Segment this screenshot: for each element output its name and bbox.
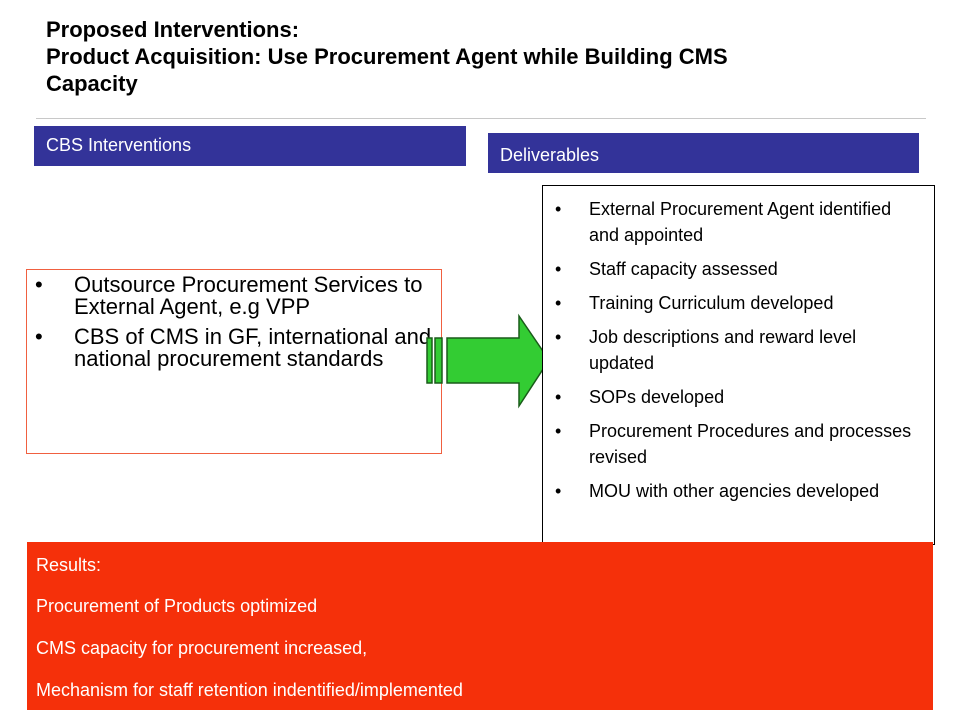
deliverable-text: Job descriptions and reward level update… bbox=[589, 327, 857, 373]
title-line-1: Proposed Interventions: bbox=[46, 17, 300, 42]
intervention-text: Outsource Procurement Services to Extern… bbox=[74, 272, 423, 319]
interventions-list: • Outsource Procurement Services to Exter… bbox=[35, 274, 435, 378]
deliverable-text: External Procurement Agent identified an… bbox=[589, 199, 892, 245]
deliverable-text: SOPs developed bbox=[589, 387, 725, 407]
bullet: • bbox=[555, 293, 562, 313]
deliverable-item: • Procurement Procedures and processes re… bbox=[551, 418, 921, 470]
intervention-text: CBS of CMS in GF, international and nati… bbox=[74, 324, 432, 371]
green-right-arrow-icon bbox=[426, 313, 550, 409]
deliverable-text: Staff capacity assessed bbox=[589, 259, 778, 279]
result-item: Mechanism for staff retention indentifie… bbox=[36, 680, 463, 700]
title-divider bbox=[36, 118, 926, 119]
bullet: • bbox=[555, 387, 562, 407]
bullet: • bbox=[555, 481, 562, 501]
deliverable-item: • Job descriptions and reward level updat… bbox=[551, 324, 921, 376]
interventions-box: • Outsource Procurement Services to Exter… bbox=[26, 269, 442, 454]
deliverable-item: • External Procurement Agent identified a… bbox=[551, 196, 921, 248]
cbs-interventions-label: CBS Interventions bbox=[46, 135, 192, 155]
bullet: • bbox=[555, 199, 562, 219]
deliverables-header: Deliverables bbox=[488, 133, 919, 173]
result-item: Procurement of Products optimized bbox=[36, 596, 318, 616]
title-line-3: Capacity bbox=[46, 71, 138, 96]
deliverable-text: Training Curriculum developed bbox=[589, 293, 834, 313]
deliverables-box: • External Procurement Agent identified a… bbox=[542, 185, 935, 545]
title-line-2: Product Acquisition: Use Procurement Age… bbox=[46, 44, 728, 69]
bullet: • bbox=[35, 272, 43, 297]
intervention-item: • CBS of CMS in GF, international and nat… bbox=[35, 326, 435, 370]
deliverable-text: MOU with other agencies developed bbox=[589, 481, 880, 501]
results-panel: Results: Procurement of Products optimiz… bbox=[27, 542, 933, 710]
deliverables-label: Deliverables bbox=[500, 145, 600, 165]
deliverable-item: • Training Curriculum developed bbox=[551, 290, 921, 316]
cbs-interventions-header: CBS Interventions bbox=[34, 126, 466, 166]
deliverable-item: • Staff capacity assessed bbox=[551, 256, 921, 282]
deliverable-item: • SOPs developed bbox=[551, 384, 921, 410]
bullet: • bbox=[35, 324, 43, 349]
deliverables-list: • External Procurement Agent identified a… bbox=[551, 196, 921, 512]
bullet: • bbox=[555, 259, 562, 279]
deliverable-item: • MOU with other agencies developed bbox=[551, 478, 921, 504]
bullet: • bbox=[555, 327, 562, 347]
result-item: CMS capacity for procurement increased, bbox=[36, 638, 368, 658]
results-heading: Results: bbox=[36, 555, 102, 575]
bullet: • bbox=[555, 421, 562, 441]
page-title: Proposed Interventions: Product Acquisit… bbox=[46, 16, 926, 97]
deliverable-text: Procurement Procedures and processes rev… bbox=[589, 421, 912, 467]
intervention-item: • Outsource Procurement Services to Exter… bbox=[35, 274, 435, 318]
